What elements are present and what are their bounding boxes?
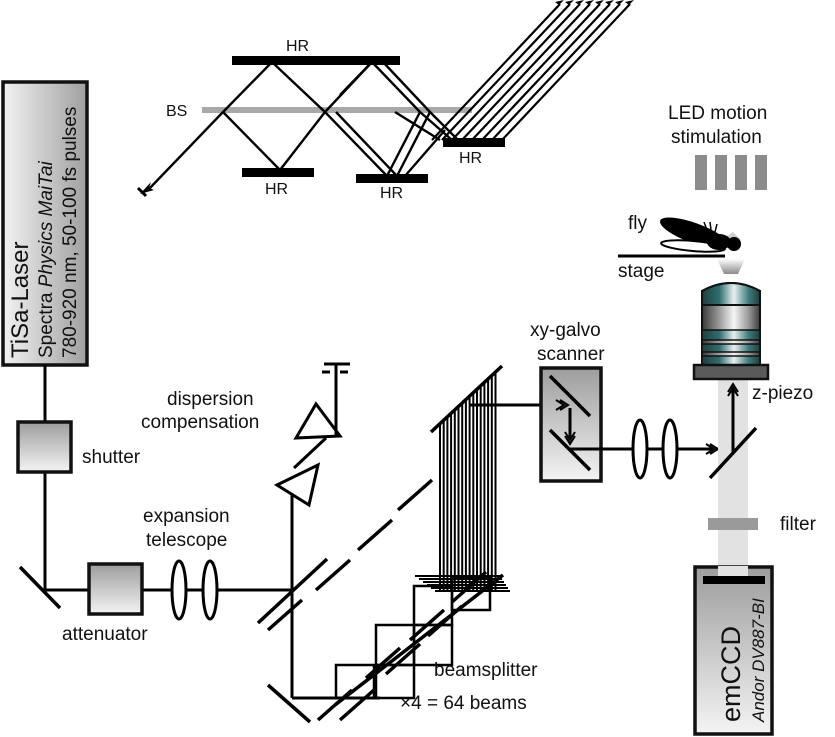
bs-mirror bbox=[396, 478, 434, 512]
detection-path: z-piezo filter emCCD Andor DV887-BI bbox=[618, 103, 817, 736]
xy-galvo-scanner: xy-galvo scanner bbox=[470, 320, 720, 483]
label-64-beams: ×4 = 64 beams bbox=[400, 693, 527, 714]
label-stage: stage bbox=[618, 261, 664, 282]
upper-fold-mirror bbox=[429, 364, 504, 434]
label-xy-galvo: xy-galvo bbox=[530, 320, 601, 341]
label-beamsplitter: beamsplitter bbox=[434, 660, 538, 681]
led-bar bbox=[715, 155, 727, 190]
prism-2 bbox=[293, 401, 343, 440]
telescope-lens-2 bbox=[201, 559, 219, 621]
input-beam bbox=[147, 111, 224, 191]
beam-arrow-icon bbox=[555, 399, 570, 411]
led-bar bbox=[695, 155, 707, 190]
label-z-piezo: z-piezo bbox=[752, 383, 813, 404]
output-beam bbox=[471, 3, 601, 141]
output-beams bbox=[431, 0, 634, 141]
fold-mirror-3 bbox=[266, 683, 312, 724]
telescope-lens-1 bbox=[170, 559, 188, 621]
output-beam bbox=[431, 3, 561, 141]
output-beam bbox=[481, 3, 611, 141]
laser-specs: 780-920 nm, 50-100 fs pulses bbox=[60, 107, 81, 358]
split-beam-path bbox=[334, 663, 376, 700]
label-hr-top: HR bbox=[286, 38, 309, 55]
bs-mirror bbox=[266, 598, 304, 632]
label-hr-bottom-left: HR bbox=[265, 181, 288, 198]
label-telescope: telescope bbox=[146, 530, 227, 551]
label-scanner: scanner bbox=[537, 344, 605, 365]
output-beam bbox=[441, 3, 571, 141]
arrowhead-icon bbox=[575, 0, 584, 5]
label-bs: BS bbox=[166, 103, 187, 120]
laser-box bbox=[1, 80, 89, 367]
attenuator-box bbox=[87, 562, 144, 616]
emission-filter bbox=[708, 518, 758, 530]
label-hr-bottom-right: HR bbox=[459, 150, 482, 167]
beam-arrow-icon bbox=[727, 382, 739, 397]
led-bar bbox=[735, 155, 747, 190]
galvo-mirror-x bbox=[548, 374, 592, 418]
output-beam bbox=[461, 3, 591, 141]
bs-mirror bbox=[338, 688, 376, 722]
label-attenuator: attenuator bbox=[62, 624, 148, 645]
bs-mirror bbox=[356, 518, 394, 552]
arrowhead-icon bbox=[585, 0, 594, 5]
beamsplitter-array: beamsplitter ×4 = 64 beams bbox=[266, 364, 538, 722]
fly-icon bbox=[659, 217, 741, 253]
scan-lens-1 bbox=[631, 418, 649, 480]
arrowhead-icon bbox=[555, 0, 564, 5]
label-andor: Andor DV887-BI bbox=[749, 598, 768, 723]
label-shutter: shutter bbox=[82, 447, 141, 468]
label-hr-bottom-mid: HR bbox=[380, 185, 403, 202]
excitation-cone bbox=[717, 259, 745, 274]
led-bar bbox=[755, 155, 767, 190]
input-arrow-icon bbox=[140, 182, 154, 194]
arrowhead-icon bbox=[605, 0, 614, 5]
label-emccd: emCCD bbox=[716, 626, 746, 722]
label-led-motion: LED motion bbox=[668, 103, 767, 124]
bs-mirror bbox=[364, 646, 402, 680]
objective-lens bbox=[692, 282, 770, 381]
led-array bbox=[695, 155, 767, 190]
shutter-box bbox=[16, 420, 73, 474]
output-beam bbox=[451, 3, 581, 141]
prism-1 bbox=[273, 462, 321, 508]
split-beam-path bbox=[374, 663, 416, 700]
tisa-laser: TiSa-Laser Spectra Physics MaiTai 780-92… bbox=[1, 80, 89, 367]
beam-multiplexer-inset: HR BS HR HR HR bbox=[136, 0, 634, 202]
hr-mirror-bottom-left bbox=[242, 168, 314, 177]
arrow-fletch-icon bbox=[136, 186, 148, 198]
label-stimulation: stimulation bbox=[671, 127, 762, 148]
hr-mirror-bottom-right bbox=[443, 138, 505, 147]
label-dispersion: dispersion bbox=[167, 389, 254, 410]
output-beam bbox=[501, 3, 631, 141]
split-beam-path bbox=[412, 623, 454, 667]
laser-name: TiSa-Laser bbox=[7, 242, 34, 358]
hr-mirror-top bbox=[232, 56, 400, 65]
arrowhead-icon bbox=[595, 0, 604, 5]
bs-mirror bbox=[314, 558, 352, 592]
ccd-sensor bbox=[703, 576, 765, 584]
excitation-path: shutter attenuator expansion telescope d… bbox=[16, 362, 380, 724]
fold-mirror-1 bbox=[18, 565, 62, 610]
label-expansion: expansion bbox=[143, 506, 230, 527]
scan-lens-2 bbox=[661, 418, 679, 480]
label-filter: filter bbox=[780, 514, 817, 535]
bs-mirror-long bbox=[333, 573, 505, 707]
arrowhead-icon bbox=[625, 0, 634, 5]
arrowhead-icon bbox=[615, 0, 624, 5]
label-compensation: compensation bbox=[141, 412, 259, 433]
hr-mirror-bottom-mid bbox=[356, 174, 428, 183]
dichroic-mirror bbox=[708, 426, 758, 480]
arrowhead-icon bbox=[565, 0, 574, 5]
beam-arrow-icon bbox=[564, 431, 576, 446]
laser-model: Spectra Physics MaiTai bbox=[36, 160, 57, 358]
output-beam bbox=[491, 3, 621, 141]
label-fly: fly bbox=[628, 213, 648, 234]
